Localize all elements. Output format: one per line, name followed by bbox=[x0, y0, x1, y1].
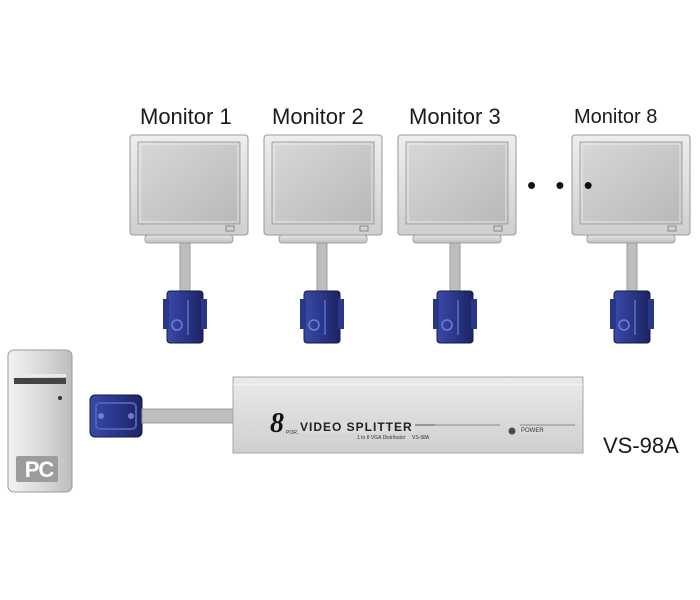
monitor-8-label: Monitor 8 bbox=[574, 106, 658, 128]
model-label: VS-98A bbox=[603, 433, 679, 458]
pc-badge-plate bbox=[16, 456, 58, 482]
splitter-model-tag: VS-98A bbox=[412, 435, 430, 441]
monitor-3 bbox=[397, 134, 517, 294]
splitter-brand-small: PORT bbox=[286, 430, 300, 436]
monitor-1-label: Monitor 1 bbox=[140, 104, 232, 129]
pc-badge: PC bbox=[24, 457, 55, 482]
video-splitter-box bbox=[232, 376, 584, 454]
splitter-subtitle: 1 to 8 VGA Distributor bbox=[357, 435, 406, 441]
splitter-power-label: POWER bbox=[520, 428, 545, 434]
monitor-3-connector bbox=[433, 290, 477, 344]
monitor-1 bbox=[129, 134, 249, 294]
pc-vga-connector bbox=[89, 394, 143, 438]
monitor-3-label: Monitor 3 bbox=[409, 104, 501, 129]
splitter-brand-number: 8 bbox=[270, 408, 284, 439]
pc-tower bbox=[7, 349, 73, 493]
monitor-8 bbox=[571, 134, 691, 294]
monitor-8-connector bbox=[610, 290, 654, 344]
monitor-1-connector bbox=[163, 290, 207, 344]
ellipsis: • • • bbox=[527, 170, 599, 200]
monitor-2-connector bbox=[300, 290, 344, 344]
splitter-title: VIDEO SPLITTER bbox=[298, 420, 415, 434]
monitor-2-label: Monitor 2 bbox=[272, 104, 364, 129]
monitor-2 bbox=[263, 134, 383, 294]
pc-cable bbox=[141, 408, 235, 424]
power-led bbox=[508, 427, 516, 435]
